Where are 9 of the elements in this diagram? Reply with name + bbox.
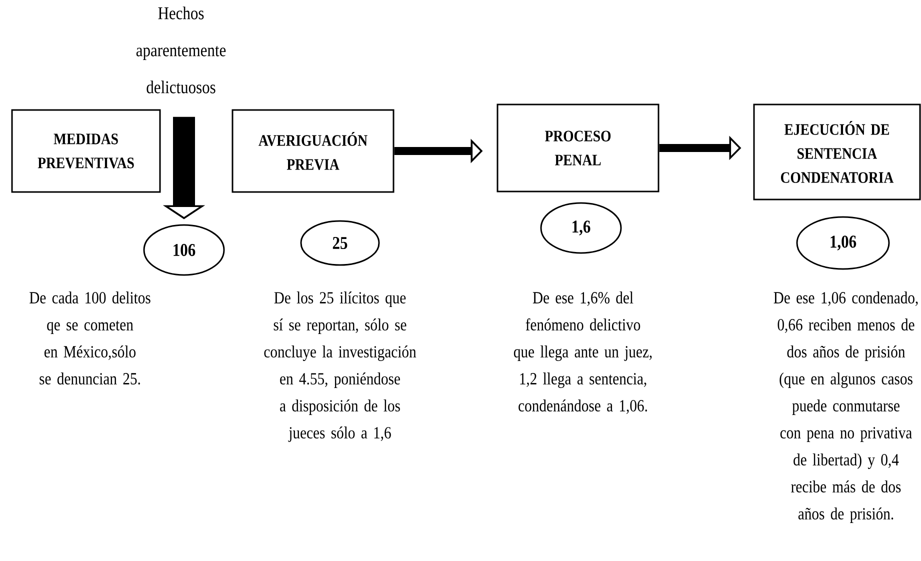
heading-text: Hechos aparentemente delictuosos bbox=[136, 6, 226, 94]
note-text: De ese 1,06 condenado, 0,66 reciben menos de dos años de prisión (que en algunos casos puede conmutarse con pena no privativa de libertad) y 0,4 recibe más de dos años de prisión. bbox=[774, 292, 918, 523]
process-box: PROCESO PENAL bbox=[496, 104, 660, 192]
process-box: AVERIGUACIÓN PREVIA bbox=[232, 109, 394, 193]
process-box: MEDIDAS PREVENTIVAS bbox=[11, 109, 161, 193]
process-box: EJECUCIÓN DE SENTENCIA CONDENATORIA bbox=[753, 104, 921, 200]
note-text: De los 25 ilícitos que sí se reportan, sólo se concluye la investigación en 4.55, poniéndose a disposición de los jueces sólo a 1,6 bbox=[264, 292, 416, 442]
note-text: De ese 1,6% del fenómeno delictivo que llega ante un juez, 1,2 llega a sentencia, condenándose a 1,06. bbox=[514, 292, 652, 414]
note-text: De cada 100 delitos qe se cometen en México,sólo se denuncian 25. bbox=[30, 292, 150, 385]
